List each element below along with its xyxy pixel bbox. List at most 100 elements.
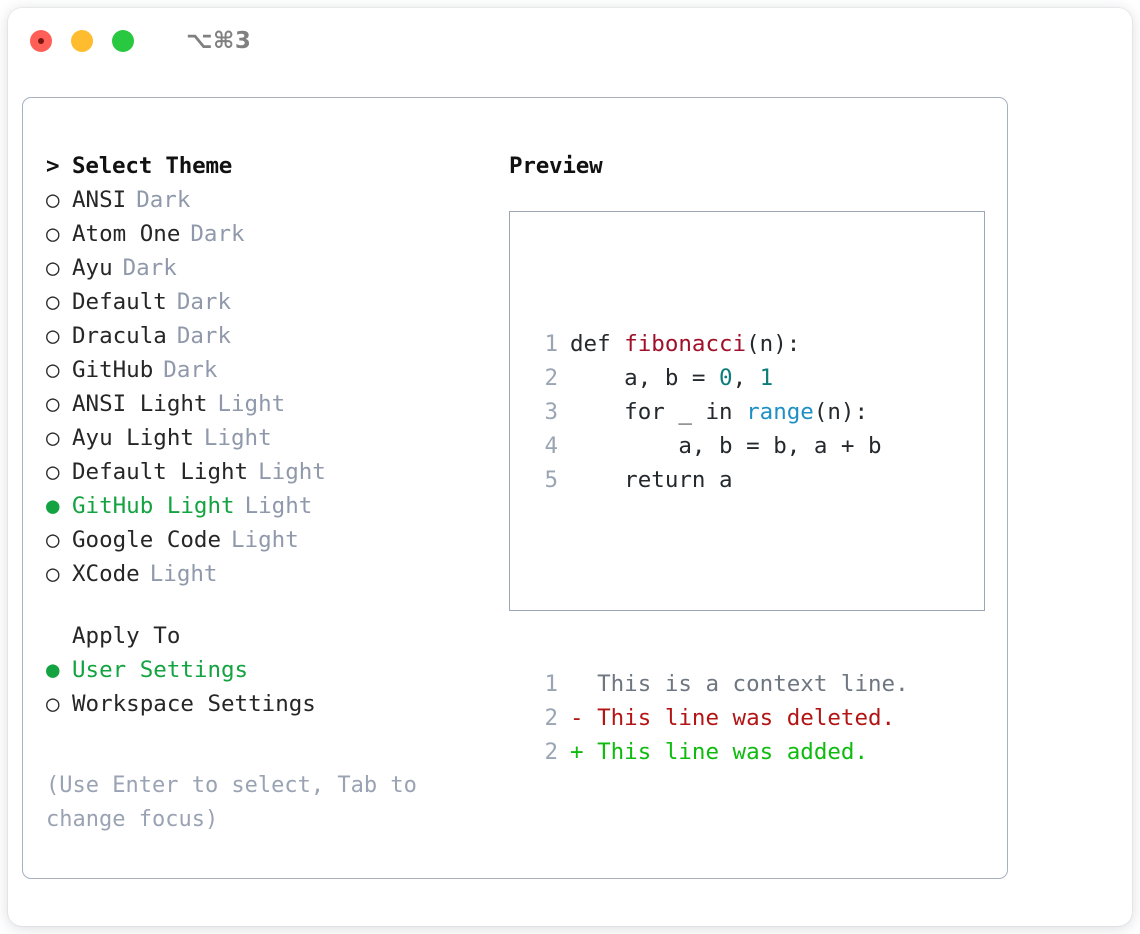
radio-unselected-icon: ○ [46, 391, 60, 417]
theme-name-label: ANSI Light [72, 391, 208, 417]
radio-selected-icon: ● [46, 657, 60, 683]
maximize-button[interactable] [112, 30, 134, 52]
apply-to-label: User Settings [72, 657, 249, 683]
line-number: 3 [544, 399, 558, 425]
radio-unselected-icon: ○ [46, 425, 60, 451]
diff-line-text: This line was added. [583, 739, 869, 765]
diff-line: 2- This line was deleted. [528, 701, 909, 735]
theme-list-item[interactable]: ○ ANSI Dark [46, 187, 476, 221]
window-controls [30, 30, 134, 52]
theme-list-item[interactable]: ○ Google Code Light [46, 527, 476, 561]
code-line: 2 a, b = 0, 1 [528, 361, 909, 395]
theme-variant-tag: Dark [122, 255, 177, 281]
line-number: 2 [544, 705, 558, 731]
code-token-plain: (n): [813, 399, 869, 425]
theme-name-label: GitHub Light [72, 493, 235, 519]
diff-sign [570, 667, 584, 701]
diff-line: 1 This is a context line. [528, 667, 909, 701]
blank-marker-icon [46, 625, 72, 648]
theme-name-label: Default Light [72, 459, 249, 485]
theme-name-label: ANSI [72, 187, 127, 213]
line-number: 1 [544, 331, 558, 357]
code-token-plain: , [732, 365, 760, 391]
line-number: 5 [544, 467, 558, 493]
theme-variant-tag: Light [231, 527, 299, 553]
diff-line: 2 + This line was added. [528, 735, 909, 769]
radio-unselected-icon: ○ [46, 187, 60, 213]
code-line: 1 def fibonacci(n): [528, 327, 909, 361]
theme-list-item[interactable]: ○ Ayu Light Light [46, 425, 476, 459]
code-token-call: range [746, 399, 814, 425]
theme-variant-tag: Light [149, 561, 218, 587]
preview-heading-label: Preview [509, 153, 603, 179]
line-number: 2 [544, 365, 558, 391]
code-token-fn: fibonacci [624, 331, 747, 357]
radio-unselected-icon: ○ [46, 691, 60, 717]
theme-variant-tag: Dark [176, 289, 232, 315]
line-number: 1 [544, 671, 558, 697]
theme-variant-tag: Dark [136, 187, 191, 213]
close-button[interactable] [30, 30, 52, 52]
code-line-text: for _ in range(n): [570, 395, 868, 429]
theme-list-item[interactable]: ○ Dracula Dark [46, 323, 476, 357]
apply-to-list: ● User Settings ○ Workspace Settings [46, 657, 476, 725]
theme-variant-tag: Dark [163, 357, 218, 383]
code-line: 3 for _ in range(n): [528, 395, 909, 429]
theme-name-label: Ayu Light [72, 425, 194, 451]
code-line-text: a, b = 0, 1 [570, 361, 773, 395]
code-token-plain: a, b = b, a + b [570, 433, 882, 459]
radio-unselected-icon: ○ [46, 357, 60, 383]
apply-to-label: Workspace Settings [72, 691, 316, 717]
radio-unselected-icon: ○ [46, 221, 60, 247]
code-line-text: return a [570, 463, 733, 497]
diff-line-text: This is a context line. [583, 671, 909, 697]
theme-name-label: GitHub [72, 357, 154, 383]
minimize-button[interactable] [71, 30, 93, 52]
theme-variant-tag: Dark [190, 221, 245, 247]
theme-name-label: Default [72, 289, 167, 315]
theme-variant-tag: Light [244, 493, 313, 519]
apply-to-item[interactable]: ○ Workspace Settings [46, 691, 476, 725]
diff-sign: - [570, 705, 584, 731]
code-token-plain: def [570, 331, 625, 357]
theme-variant-tag: Dark [176, 323, 232, 349]
theme-name-label: Ayu [72, 255, 113, 281]
code-line: 4 a, b = b, a + b [528, 429, 909, 463]
theme-name-label: Dracula [72, 323, 167, 349]
code-diff-spacer [528, 565, 909, 599]
apply-to-item[interactable]: ● User Settings [46, 657, 476, 691]
theme-list-item[interactable]: ○ Default Dark [46, 289, 476, 323]
diff-block: 1 This is a context line.2- This line wa… [528, 667, 909, 769]
code-token-plain: a, b = [570, 365, 720, 391]
theme-list-item[interactable]: ○ GitHub Dark [46, 357, 476, 391]
line-number: 4 [544, 433, 558, 459]
line-number: 2 [544, 739, 558, 765]
apply-to-heading-label: Apply To [72, 623, 181, 649]
radio-unselected-icon: ○ [46, 289, 60, 315]
theme-name-label: Google Code [72, 527, 222, 553]
diff-sign: + [570, 739, 584, 765]
code-token-plain: for _ in [570, 399, 747, 425]
theme-variant-tag: Light [203, 425, 272, 451]
keyboard-shortcut-label: ⌥⌘3 [186, 28, 252, 54]
keyboard-hint-text: (Use Enter to select, Tab to change focu… [46, 773, 431, 832]
radio-unselected-icon: ○ [46, 527, 60, 553]
radio-unselected-icon: ○ [46, 323, 60, 349]
apply-to-heading: Apply To [46, 623, 476, 657]
code-token-plain: (n): [746, 331, 801, 357]
code-token-num: 1 [759, 365, 774, 391]
code-token-plain: return a [570, 467, 733, 493]
select-theme-heading: > Select Theme [46, 153, 476, 187]
preview-column: Preview [509, 153, 987, 187]
